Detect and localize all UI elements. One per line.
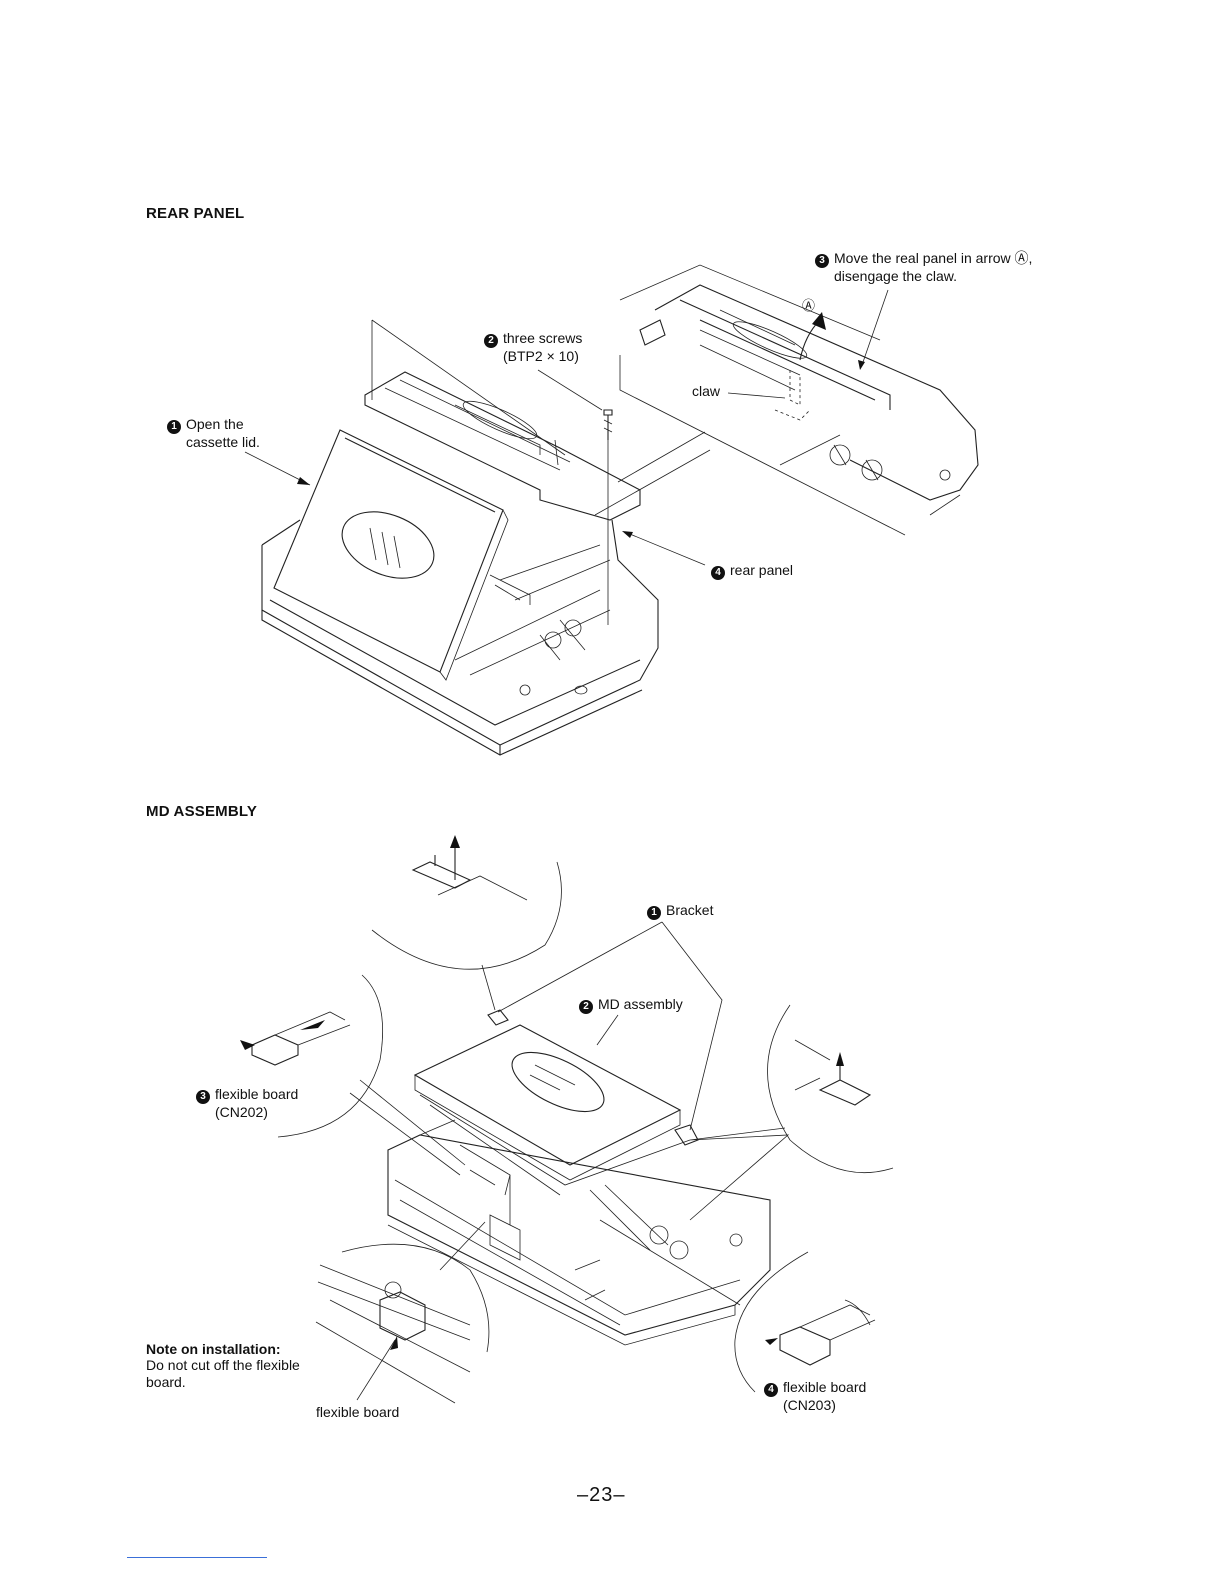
md-step-2-number-badge: 2 [579, 1000, 593, 1014]
step-1-text-line-2: cassette lid. [167, 434, 260, 451]
step-1-number-badge: 1 [167, 420, 181, 434]
md-step-3-number-badge: 3 [196, 1090, 210, 1104]
step-1-text: Open the [186, 416, 244, 432]
md-assembly-step-4-callout: 4 flexible board (CN203) [764, 1379, 866, 1414]
md-step-4-text-line-2: (CN203) [764, 1397, 866, 1414]
rear-panel-claw-detail-drawing [620, 265, 978, 535]
step-3-text-line-2: disengage the claw. [815, 268, 1032, 285]
md-assembly-main-unit-drawing [350, 922, 870, 1345]
rear-panel-main-unit-drawing [245, 320, 710, 755]
page-number: –23– [577, 1484, 626, 1507]
md-assembly-detail-insets [240, 835, 893, 1403]
rear-panel-step-1-callout: 1 Open the cassette lid. [167, 416, 260, 451]
step-3-text: Move the real panel in arrow Ⓐ, [834, 250, 1032, 266]
md-step-1-number-badge: 1 [647, 906, 661, 920]
md-step-4-text: flexible board [783, 1379, 866, 1395]
installation-note-title: Note on installation: [146, 1341, 316, 1357]
step-4-text: rear panel [730, 562, 793, 578]
rear-panel-step-4-callout: 4 rear panel [711, 562, 793, 580]
installation-note: Note on installation: Do not cut off the… [146, 1341, 316, 1391]
step-3-number-badge: 3 [815, 254, 829, 268]
installation-note-body: Do not cut off the flexible board. [146, 1357, 316, 1391]
flexible-board-label: flexible board [316, 1404, 399, 1421]
footer-link-underline [127, 1557, 267, 1558]
step-4-number-badge: 4 [711, 566, 725, 580]
step-2-text: three screws [503, 330, 582, 346]
claw-label: claw [692, 383, 720, 400]
md-step-1-text: Bracket [666, 902, 713, 918]
rear-panel-step-3-callout: 3 Move the real panel in arrow Ⓐ, disenga… [815, 250, 1032, 285]
md-step-3-text-line-2: (CN202) [196, 1104, 298, 1121]
md-assembly-step-3-callout: 3 flexible board (CN202) [196, 1086, 298, 1121]
md-assembly-step-2-callout: 2 MD assembly [579, 996, 683, 1014]
step-2-text-line-2: (BTP2 × 10) [484, 348, 582, 365]
rear-panel-step-2-callout: 2 three screws (BTP2 × 10) [484, 330, 582, 365]
step-2-number-badge: 2 [484, 334, 498, 348]
rear-panel-section-title: REAR PANEL [146, 205, 244, 222]
md-assembly-step-1-callout: 1 Bracket [647, 902, 713, 920]
md-step-3-text: flexible board [215, 1086, 298, 1102]
md-step-4-number-badge: 4 [764, 1383, 778, 1397]
md-assembly-section-title: MD ASSEMBLY [146, 803, 257, 820]
md-step-2-text: MD assembly [598, 996, 683, 1012]
arrow-a-marker: Ⓐ [802, 297, 815, 314]
